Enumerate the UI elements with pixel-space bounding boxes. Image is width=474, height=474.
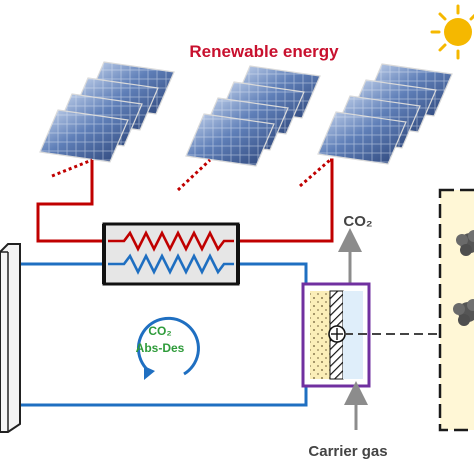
carrier-gas-label: Carrier gas — [308, 443, 387, 460]
fluid-loop — [20, 262, 308, 407]
cycle-arrow-icon — [136, 316, 200, 380]
particle-icon — [456, 230, 474, 256]
sun-icon — [430, 4, 474, 60]
solar-panel-icon — [39, 61, 175, 163]
absorption-column — [0, 243, 21, 433]
particle-icon — [453, 299, 474, 326]
cycle-label-abs-des: Abs-Des — [136, 341, 185, 355]
co2-output-label: CO₂ — [343, 213, 372, 230]
heat-exchanger — [102, 222, 240, 286]
diagram-title: Renewable energy — [189, 42, 339, 61]
solar-panel-icon — [317, 63, 453, 165]
side-detail-panel — [438, 188, 474, 432]
electric-circuit — [36, 158, 334, 243]
solar-panel-icon — [185, 65, 321, 167]
cooler-coil-icon — [108, 253, 234, 275]
cycle-label-co2: CO₂ — [148, 324, 171, 338]
heater-coil-icon — [108, 230, 234, 252]
